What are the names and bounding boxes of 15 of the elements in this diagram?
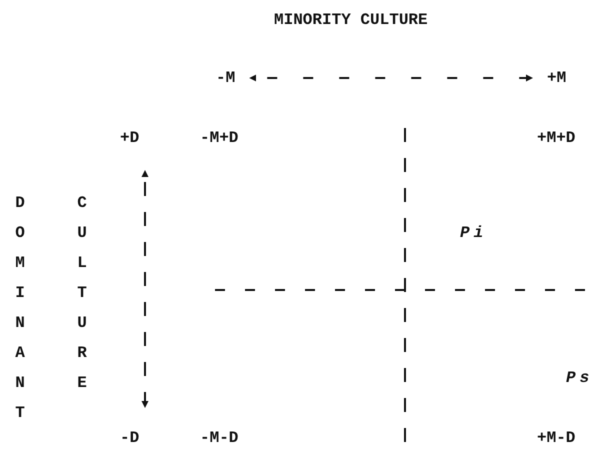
- quadrant-label: -M-D: [200, 428, 238, 448]
- title: MINORITY CULTURE: [274, 10, 428, 30]
- axis-title: DOMINANT: [14, 193, 26, 424]
- axis-label: -M: [216, 68, 236, 88]
- axis-label: +M: [547, 68, 566, 88]
- quadrant-label: +M-D: [537, 428, 576, 448]
- double-arrow: [249, 74, 533, 82]
- axis-label: -D: [120, 428, 140, 448]
- quadrant-label: -M+D: [200, 128, 238, 148]
- axis-title: CULTURE: [76, 193, 88, 394]
- quadrant-symbol: Ps: [566, 368, 594, 388]
- axis-label: +D: [120, 128, 140, 148]
- double-arrow: [142, 170, 148, 408]
- quadrant-symbol: Pi: [460, 223, 488, 243]
- quadrant-label: +M+D: [537, 128, 576, 148]
